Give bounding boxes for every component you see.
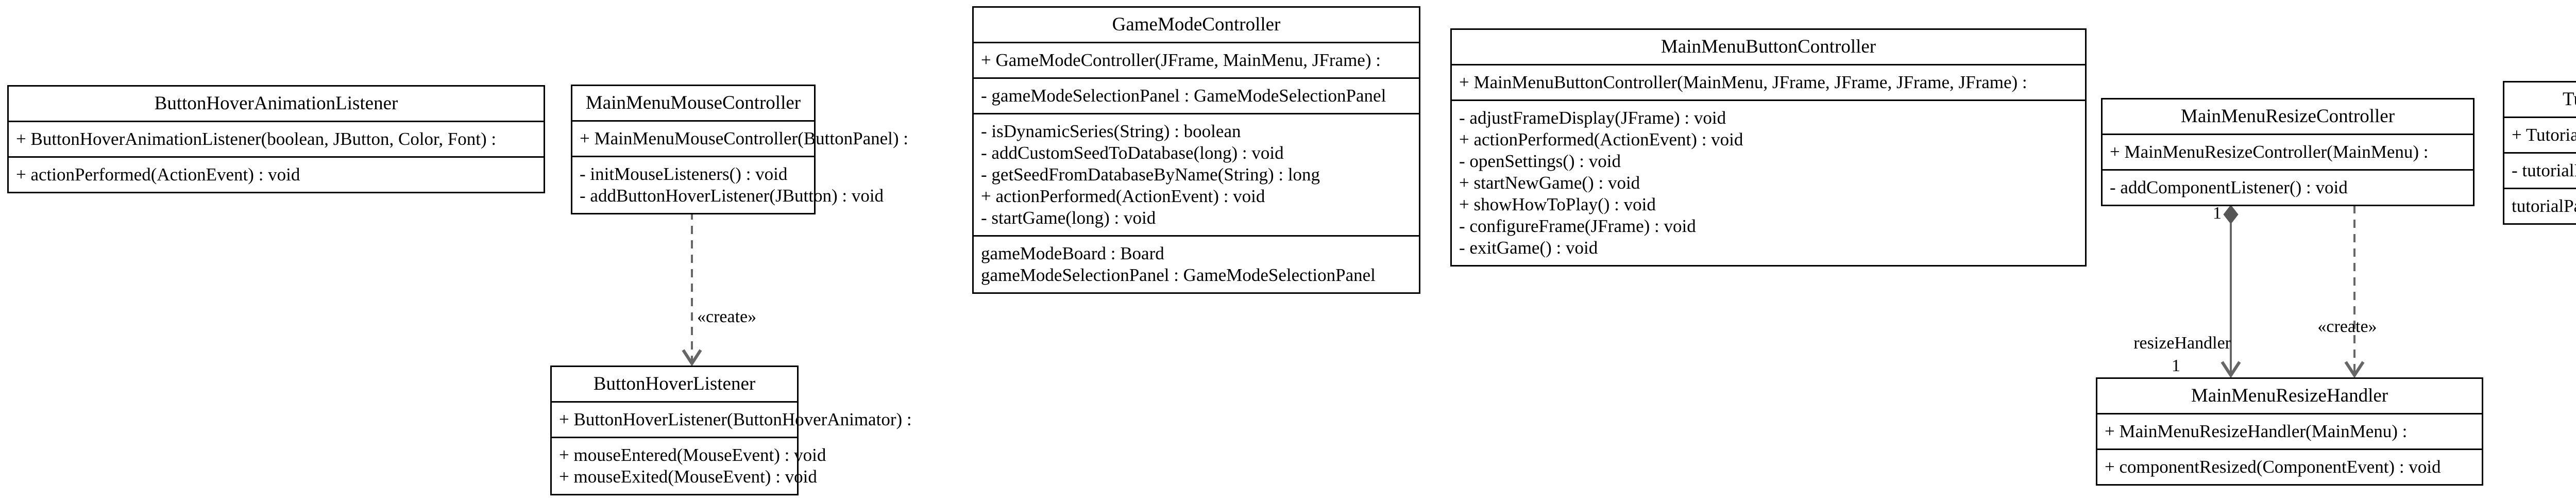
class-compartment: - adjustFrameDisplay(JFrame) : void+ act…	[1452, 99, 2085, 265]
arrowhead-icon	[2221, 361, 2241, 378]
class-compartment: + MainMenuResizeHandler(MainMenu) :	[2097, 413, 2482, 449]
class-title: MainMenuResizeController	[2180, 106, 2395, 127]
class-compartment: + GameModeController(JFrame, MainMenu, J…	[974, 42, 1419, 77]
member-row: - getSeedFromDatabaseByName(String) : lo…	[981, 164, 1320, 185]
class-compartment: + MainMenuMouseController(ButtonPanel) :	[572, 120, 908, 156]
member-row: - configureFrame(JFrame) : void	[1459, 216, 1696, 236]
class-box-ButtonHoverListener[interactable]: ButtonHoverListener + ButtonHoverListener…	[550, 366, 912, 495]
class-box-MainMenuMouseController[interactable]: MainMenuMouseController + MainMenuMouseCo…	[571, 85, 908, 214]
class-compartment: + ButtonHoverAnimationListener(boolean, …	[9, 121, 544, 156]
composition-diamond-icon	[2223, 205, 2239, 224]
member-row: - gameModeSelectionPanel : GameModeSelec…	[981, 86, 1386, 106]
arrowhead-icon	[2344, 361, 2365, 378]
member-row: - isDynamicSeries(String) : boolean	[981, 121, 1241, 141]
member-row: + startNewGame() : void	[1459, 173, 1640, 193]
class-title: ButtonHoverAnimationListener	[154, 93, 398, 114]
member-row: + MainMenuMouseController(ButtonPanel) :	[580, 128, 908, 148]
class-box-MainMenuResizeHandler[interactable]: MainMenuResizeHandler + MainMenuResizeHan…	[2096, 377, 2483, 486]
member-row: - addCustomSeedToDatabase(long) : void	[981, 143, 1284, 163]
class-compartment: + MainMenuResizeController(MainMenu) :	[2103, 134, 2473, 169]
member-row: - addComponentListener() : void	[2110, 177, 2348, 197]
member-row: + MainMenuButtonController(MainMenu, JFr…	[1459, 72, 2027, 92]
member-row: + GameModeController(JFrame, MainMenu, J…	[981, 50, 1381, 70]
member-row: - startGame(long) : void	[981, 208, 1156, 228]
class-box-TutorialController[interactable]: TutorialController + TutorialController(M…	[2503, 81, 2576, 225]
association-label: resizeHandler	[2133, 334, 2231, 353]
class-title: MainMenuButtonController	[1660, 36, 1876, 57]
class-box-ButtonHoverAnimationListener[interactable]: ButtonHoverAnimationListener + ButtonHove…	[7, 85, 545, 193]
class-title: ButtonHoverListener	[593, 373, 756, 394]
member-row: + ButtonHoverAnimationListener(boolean, …	[16, 129, 497, 149]
class-title: MainMenuResizeHandler	[2191, 385, 2388, 406]
class-compartment: + actionPerformed(ActionEvent) : void	[9, 156, 544, 192]
class-compartment: - gameModeSelectionPanel : GameModeSelec…	[974, 77, 1419, 113]
class-compartment: tutorialPanel : JPanel	[2504, 188, 2576, 223]
class-compartment: + TutorialController(MainMenu, JFrame) :	[2504, 117, 2576, 152]
member-row: - openSettings() : void	[1459, 151, 1621, 171]
member-row: - initMouseListeners() : void	[580, 164, 788, 184]
member-row: + actionPerformed(ActionEvent) : void	[16, 164, 300, 185]
member-row: + showHowToPlay() : void	[1459, 194, 1656, 214]
arrowhead-icon	[682, 349, 702, 367]
stereotype-label: «create»	[697, 307, 756, 326]
class-box-GameModeController[interactable]: GameModeController + GameModeController(J…	[972, 6, 1420, 294]
member-row: - addButtonHoverListener(JButton) : void	[580, 186, 884, 206]
member-row: + TutorialController(MainMenu, JFrame) :	[2512, 125, 2576, 145]
member-row: + mouseExited(MouseEvent) : void	[559, 467, 817, 487]
stereotype-label: «create»	[2317, 317, 2377, 336]
class-title: MainMenuMouseController	[585, 92, 801, 113]
member-row: + MainMenuResizeController(MainMenu) :	[2110, 142, 2429, 162]
class-compartment: - addComponentListener() : void	[2103, 169, 2473, 205]
member-row: - tutorialPanel : TutorialPanel	[2512, 160, 2576, 180]
class-compartment: + mouseEntered(MouseEvent) : void+ mouse…	[552, 437, 826, 494]
class-compartment: - tutorialPanel : TutorialPanel	[2504, 152, 2576, 188]
member-row: + actionPerformed(ActionEvent) : void	[981, 186, 1265, 206]
association-label: 1	[2172, 356, 2180, 375]
member-row: + componentResized(ComponentEvent) : voi…	[2105, 457, 2441, 477]
member-row: gameModeSelectionPanel : GameModeSelecti…	[981, 265, 1376, 285]
class-compartment: - initMouseListeners() : void- addButton…	[572, 156, 884, 213]
class-box-MainMenuButtonController[interactable]: MainMenuButtonController + MainMenuButton…	[1450, 28, 2087, 267]
member-row: gameModeBoard : Board	[981, 243, 1164, 263]
class-box-MainMenuResizeController[interactable]: MainMenuResizeController + MainMenuResize…	[2101, 98, 2475, 206]
class-compartment: + MainMenuButtonController(MainMenu, JFr…	[1452, 64, 2085, 99]
class-title: TutorialController	[2563, 89, 2576, 110]
member-row: tutorialPanel : JPanel	[2512, 196, 2576, 216]
member-row: + actionPerformed(ActionEvent) : void	[1459, 129, 1743, 150]
class-compartment: + ButtonHoverListener(ButtonHoverAnimato…	[552, 401, 912, 437]
member-row: + MainMenuResizeHandler(MainMenu) :	[2105, 421, 2408, 441]
class-compartment: + componentResized(ComponentEvent) : voi…	[2097, 449, 2482, 484]
class-compartment: - isDynamicSeries(String) : boolean- add…	[974, 113, 1419, 235]
member-row: - adjustFrameDisplay(JFrame) : void	[1459, 108, 1726, 128]
member-row: + mouseEntered(MouseEvent) : void	[559, 445, 826, 465]
class-title: GameModeController	[1112, 14, 1281, 35]
member-row: + ButtonHoverListener(ButtonHoverAnimato…	[559, 409, 912, 429]
member-row: - exitGame() : void	[1459, 238, 1598, 258]
association-label: 1	[2213, 204, 2222, 223]
